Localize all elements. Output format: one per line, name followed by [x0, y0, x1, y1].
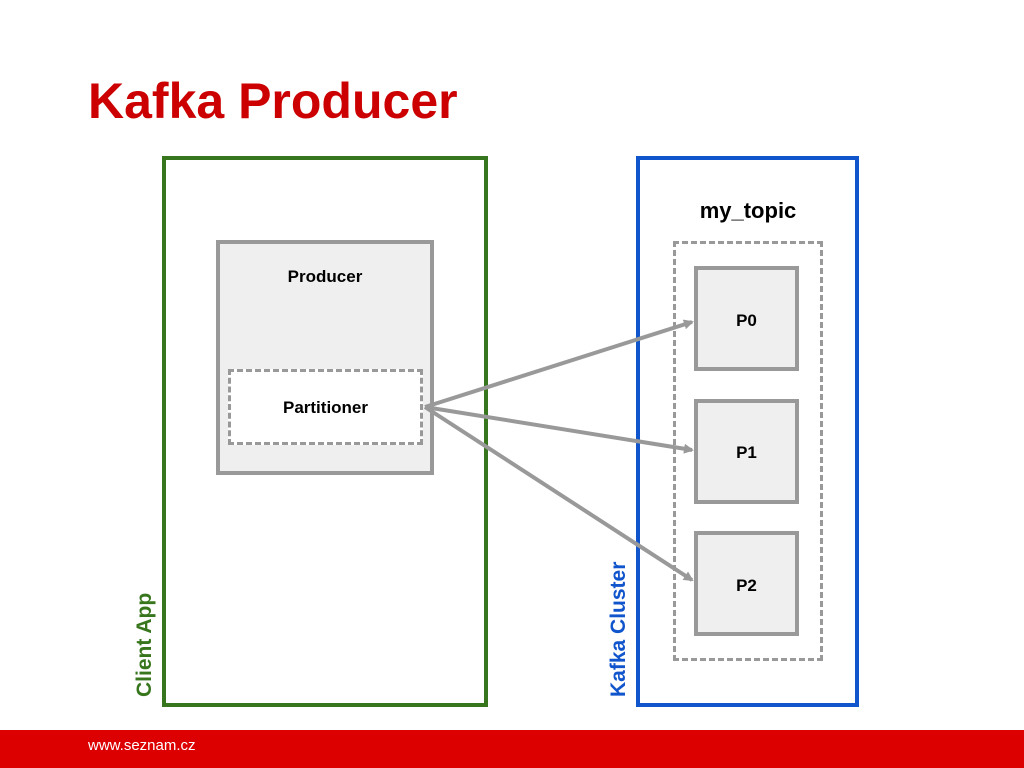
partition-p0-box: [694, 266, 799, 371]
partition-p2-label: P2: [736, 576, 757, 595]
partitioner-box: [228, 369, 423, 445]
footer-bar: [0, 730, 1024, 768]
partition-p1-box: [694, 399, 799, 504]
partition-p0-label: P0: [736, 311, 757, 330]
partitioner-label: Partitioner: [282, 398, 369, 417]
footer-url: www.seznam.cz: [88, 737, 196, 754]
slide-title: Kafka Producer: [88, 73, 458, 129]
partition-p1-label: P1: [736, 443, 757, 462]
kafka-cluster-label: Kafka Cluster: [607, 561, 630, 697]
topic-label: my_topic: [699, 198, 797, 223]
client-app-label: Client App: [133, 592, 156, 697]
partition-p2-box: [694, 531, 799, 636]
producer-label: Producer: [287, 267, 363, 286]
